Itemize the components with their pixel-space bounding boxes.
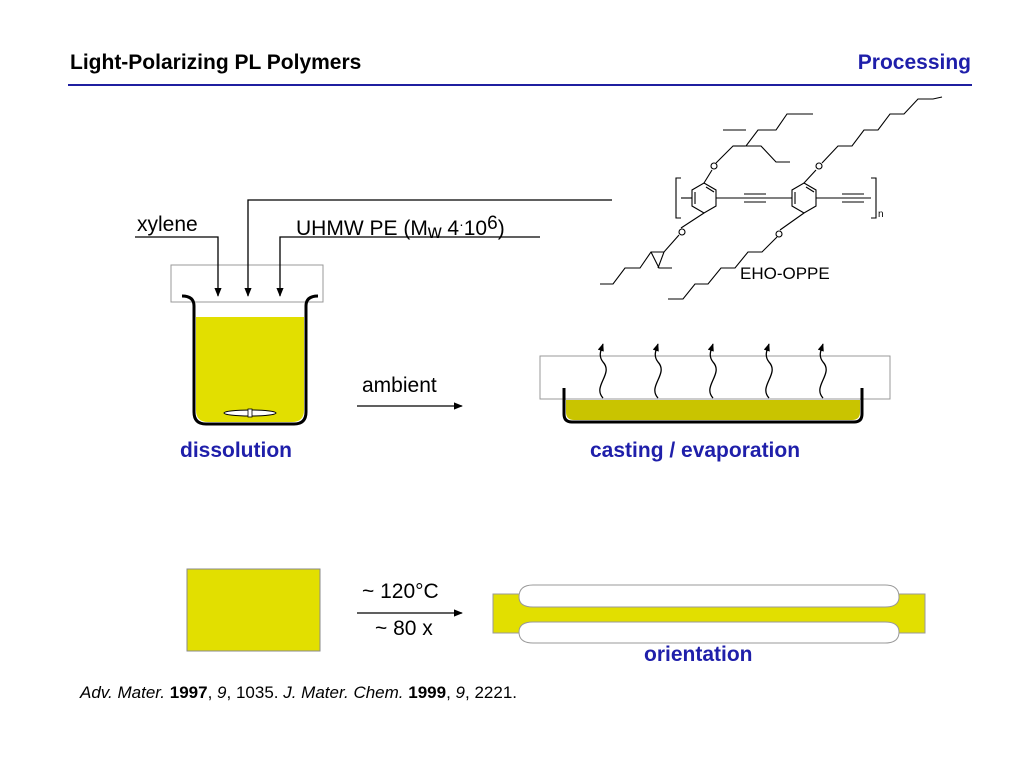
beaker — [181, 294, 319, 426]
header-rule — [68, 84, 972, 86]
uhmw-pe-label: UHMW PE (Mw 4·106) — [296, 213, 505, 244]
eho-oppe-structure — [600, 96, 943, 300]
uhmw-suffix: ) — [497, 217, 505, 240]
feed-arrows — [135, 199, 612, 297]
vapor-arrow-icon — [817, 343, 827, 399]
dish-wall — [562, 388, 864, 424]
ref-volume-1: 9 — [217, 683, 227, 702]
uhmw-base: 10 — [463, 217, 488, 240]
casting-dish — [539, 343, 891, 424]
ref-journal-1: Adv. Mater. — [80, 683, 166, 702]
cast-film — [566, 400, 860, 420]
dish-panel — [539, 355, 891, 400]
uhmw-prefix: UHMW PE (M — [296, 217, 428, 240]
stir-bar-icon — [223, 408, 277, 418]
uhmw-feed-line — [244, 199, 612, 297]
ref-pages-2: , 2221. — [465, 683, 518, 702]
uhmw-feed-arrow — [276, 236, 540, 297]
ambient-label: ambient — [362, 374, 437, 397]
xylene-label: xylene — [137, 213, 198, 236]
beaker-wall — [181, 294, 319, 426]
casting-label: casting / evaporation — [590, 439, 801, 462]
references: Adv. Mater. 1997, 9, 1035. J. Mater. Che… — [80, 683, 518, 702]
vapor-arrow-icon — [597, 343, 607, 399]
orientation-label: orientation — [644, 643, 753, 666]
ref-year-1: 1997 — [169, 683, 208, 702]
beaker-panel — [170, 264, 324, 303]
temperature-label: ~ 120°C — [362, 580, 439, 603]
ref-pages-1: , 1035. — [226, 683, 284, 702]
isotropic-film — [186, 568, 321, 652]
ref-volume-2: 9 — [455, 683, 466, 702]
vapor-arrows — [597, 343, 827, 399]
section-title: Processing — [857, 51, 971, 74]
uhmw-dot: · — [459, 216, 464, 232]
ref-year-2: 1999 — [408, 683, 447, 702]
page-title: Light-Polarizing PL Polymers — [70, 51, 362, 74]
dissolution-label: dissolution — [180, 439, 292, 462]
polymer-name-label: EHO-OPPE — [740, 264, 830, 283]
oriented-tape — [492, 584, 926, 644]
vapor-arrow-icon — [652, 343, 662, 399]
uhmw-subscript: w — [427, 222, 442, 243]
vapor-arrow-icon — [763, 343, 773, 399]
xylene-feed-arrow — [135, 236, 222, 297]
repeat-unit-n: n — [878, 209, 884, 220]
uhmw-mid: 4 — [441, 217, 460, 240]
ref-journal-2: J. Mater. Chem. — [283, 683, 404, 702]
draw-ratio-label: ~ 80 x — [375, 617, 433, 640]
vapor-arrow-icon — [707, 343, 717, 399]
uhmw-exponent: 6 — [487, 213, 498, 234]
solution-fill — [196, 317, 304, 422]
